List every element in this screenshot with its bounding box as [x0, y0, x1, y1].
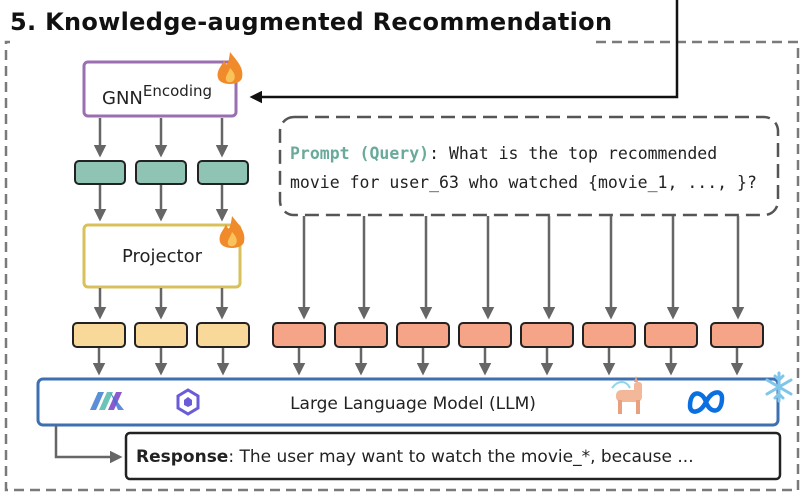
embedding-token — [74, 160, 126, 185]
llm-label: Large Language Model (LLM) — [290, 394, 536, 414]
prompt-text-1: : What is the top recommended — [429, 144, 717, 163]
graph-token — [134, 322, 188, 348]
llm-block: Large Language Model (LLM) — [36, 371, 793, 427]
qwen-logo-icon — [176, 388, 200, 416]
graph-token — [72, 322, 126, 348]
section-title-text: Knowledge-augmented Recommendation — [45, 8, 613, 36]
text-token — [520, 322, 574, 348]
fire-icon — [217, 52, 243, 84]
response-arrow — [54, 426, 123, 464]
gnn-encoder-block: GNNEncoding — [82, 52, 243, 118]
graph-token — [196, 322, 250, 348]
section-number: 5. — [10, 8, 37, 36]
gnn-output-arrows — [93, 118, 229, 158]
text-token — [272, 322, 326, 348]
projector-arrows — [93, 288, 229, 320]
response-label: Response — [136, 447, 228, 467]
llama-logo-icon — [611, 376, 642, 414]
text-token — [644, 322, 698, 348]
token-arrows — [92, 348, 744, 376]
text-token — [396, 322, 450, 348]
section-title: 5. Knowledge-augmented Recommendation — [10, 8, 612, 36]
embedding-arrows — [93, 185, 229, 222]
response-text: Response: The user may want to watch the… — [136, 447, 694, 467]
text-token — [458, 322, 512, 348]
response-body: : The user may want to watch the movie_*… — [228, 447, 693, 467]
projector-label: Projector — [122, 246, 203, 267]
prompt-line-1: Prompt (Query): What is the top recommen… — [290, 144, 717, 163]
text-token — [582, 322, 636, 348]
text-token — [334, 322, 388, 348]
graph-tokens — [72, 322, 250, 348]
response-block: Response: The user may want to watch the… — [124, 431, 782, 481]
gnn-label: GNNEncoding — [102, 82, 212, 109]
meta-logo-icon — [687, 390, 725, 414]
fire-icon — [219, 216, 245, 248]
prompt-line-2: movie for user_63 who watched {movie_1, … — [290, 173, 757, 192]
prompt-arrows — [297, 216, 745, 320]
projector-block: Projector — [82, 216, 245, 289]
graph-embeddings — [74, 160, 249, 185]
jax-logo-icon — [90, 392, 124, 410]
snowflake-icon — [765, 371, 793, 403]
prompt-label: Prompt (Query) — [290, 144, 429, 163]
embedding-token — [197, 160, 249, 185]
gnn-text: GNN — [102, 88, 143, 109]
text-token — [710, 322, 764, 348]
section-frame — [4, 40, 800, 492]
prompt-block: Prompt (Query): What is the top recommen… — [278, 115, 780, 217]
embedding-token — [135, 160, 187, 185]
gnn-superscript: Encoding — [143, 82, 212, 100]
text-tokens — [272, 322, 764, 348]
input-arrow — [249, 0, 679, 104]
